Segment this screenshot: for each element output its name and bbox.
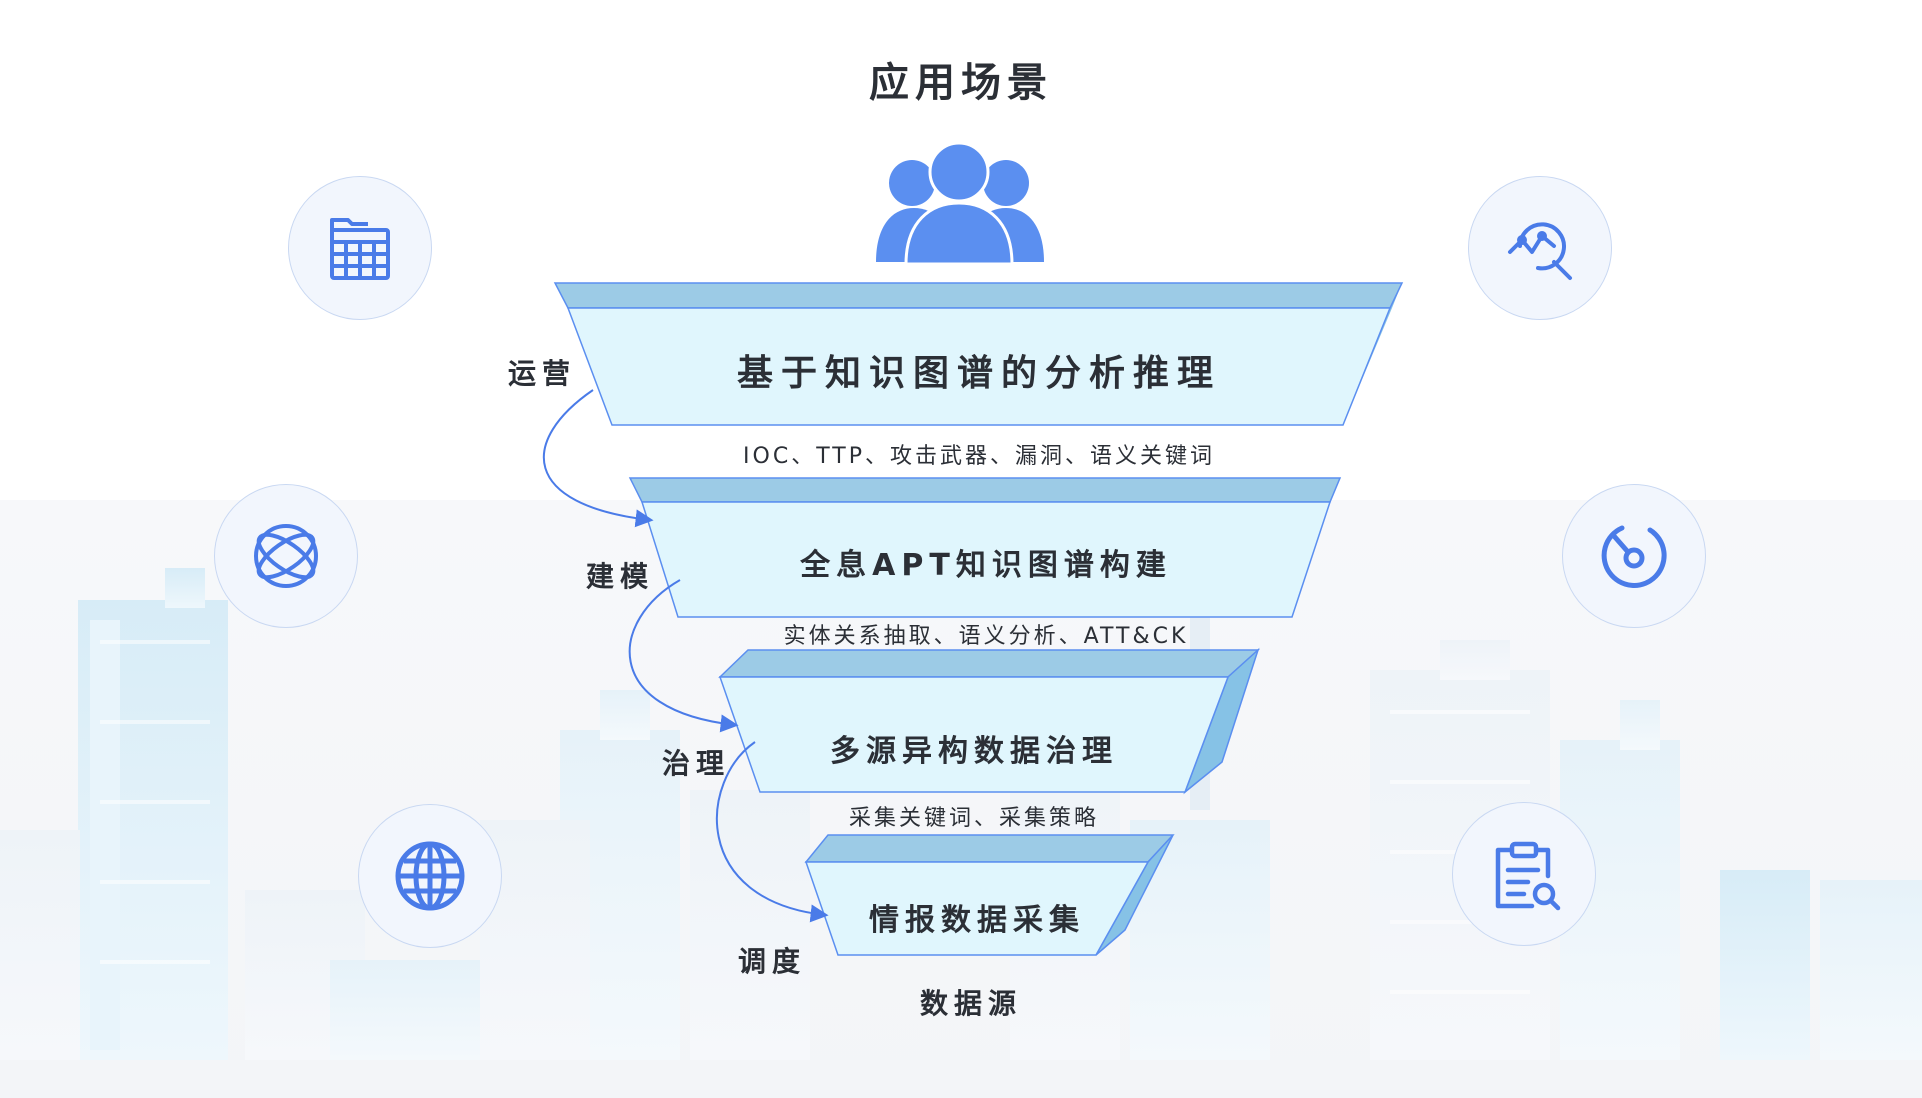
- tier-2-label: 全息APT知识图谱构建: [800, 548, 1172, 583]
- tier-4-front: [804, 861, 1150, 956]
- tier-3-label: 多源异构数据治理: [830, 734, 1118, 769]
- radar-scan-icon-badge: [1562, 484, 1706, 628]
- tier-1-top: [553, 282, 1404, 309]
- orbit-globe-icon: [254, 524, 318, 588]
- radar-scan-icon: [1601, 525, 1667, 588]
- flow-arrow-3: [716, 741, 829, 923]
- database-table-icon-badge: [288, 176, 432, 320]
- clipboard-search-icon: [1495, 841, 1561, 911]
- flow-step-modeling: 建模: [586, 560, 655, 593]
- tier-4-label: 情报数据采集: [869, 903, 1085, 938]
- flow-step-operate: 运营: [508, 357, 577, 390]
- flow-step-governance: 治理: [662, 747, 731, 780]
- tier-3-top: [718, 649, 1260, 678]
- flow-step-scheduling: 调度: [738, 945, 807, 978]
- globe-icon: [395, 841, 465, 911]
- tier-2-sublabel: 实体关系抽取、语义分析、ATT&CK: [783, 624, 1189, 649]
- page-title: 应用场景: [869, 60, 1053, 106]
- tier-4-top: [804, 834, 1175, 863]
- database-table-icon: [330, 218, 390, 280]
- tier-2-front: [640, 501, 1332, 618]
- globe-icon-badge: [358, 804, 502, 948]
- flow-arrow-2: [628, 579, 739, 733]
- tier-1-sublabel: IOC、TTP、攻击武器、漏洞、语义关键词: [743, 444, 1215, 469]
- orbit-globe-icon-badge: [214, 484, 358, 628]
- tier-1-front: [566, 307, 1392, 426]
- clipboard-search-icon-badge: [1452, 802, 1596, 946]
- funnel-tier-2: [628, 477, 1342, 618]
- tier-1-label: 基于知识图谱的分析推理: [736, 353, 1221, 394]
- analytics-search-icon-badge: [1468, 176, 1612, 320]
- funnel-tier-4: [804, 834, 1175, 956]
- flow-arrow-1: [542, 389, 654, 528]
- data-source-label: 数据源: [920, 987, 1023, 1020]
- users-group-icon: [876, 141, 1044, 266]
- tier-3-front: [718, 676, 1230, 793]
- funnel-tier-1: [553, 282, 1404, 426]
- analytics-search-icon: [1508, 222, 1572, 280]
- city-skyline-background: [0, 568, 1922, 1060]
- funnel-tier-3: [718, 647, 1260, 795]
- tier-2-top: [628, 477, 1342, 503]
- tier-3-sublabel: 采集关键词、采集策略: [848, 806, 1099, 831]
